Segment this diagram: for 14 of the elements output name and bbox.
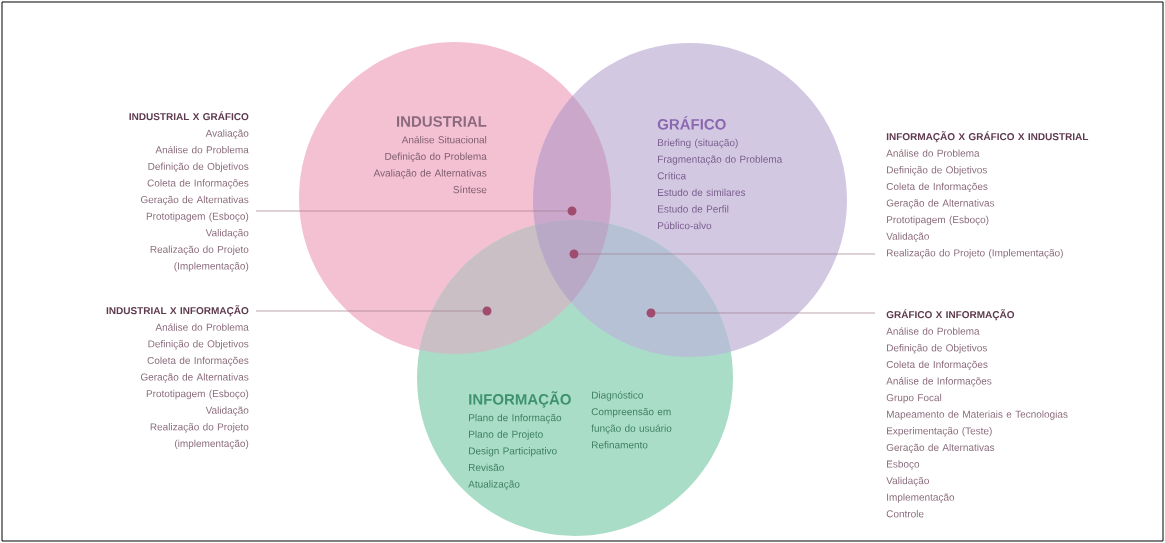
node-label: Plano de Projeto: [469, 430, 543, 440]
node-label: INFORMAÇÃO: [469, 391, 571, 408]
node-label: Design Participativo: [469, 447, 557, 457]
circle-text: GRÁFICO Briefing (situação) Fragmentação do Problema Crítica Estudo de similares Estudo de Perfil Público-alvo: [657, 116, 783, 230]
node-label: Atualização: [468, 480, 520, 490]
node-label: Plano de Informação: [469, 413, 562, 424]
intersection-list: GRÁFICO X INFORMAÇÃO Análise do Problema Definição de Objetivos Coleta de Informações Análise de Informações Grupo Focal Mapeamento de Materiais e Tecnologias Experimentação (Teste) Geração de Alternativas Esboço Validação Implementação Controle: [886, 309, 1068, 518]
circle-text: Diagnóstico Compreensão em função do usuário Refinamento: [591, 391, 672, 449]
intersection-list: INFORMAÇÃO X GRÁFICO X INDUSTRIAL Análise do Problema Definição de Objetivos Coleta de Informações Geração de Alternativas Prototipagem (Esboço) Validação Realização do Projeto (Implementação): [886, 131, 1089, 259]
circle-text: INFORMAÇÃO Plano de Informação Plano de Projeto Design Participativo Revisão Atualização: [468, 391, 571, 490]
circle-text: INDUSTRIAL Análise Situacional Definição do Problema Avaliação de Alternativas Síntese: [373, 116, 487, 194]
intersection-list: INDUSTRIAL X INFORMAÇÃO Análise do Problema Definição de Objetivos Coleta de Informações Geração de Alternativas Prototipagem (Esboço) Validação Realização do Projeto (implementação): [106, 305, 249, 449]
intersection-list: INDUSTRIAL X GRÁFICO Avaliação Análise do Problema Definição de Objetivos Coleta de Informações Geração de Alternativas Prototipagem (Esboço) Validação Realização do Projeto (Implementação): [129, 111, 249, 272]
node-label: Revisão: [469, 463, 504, 472]
